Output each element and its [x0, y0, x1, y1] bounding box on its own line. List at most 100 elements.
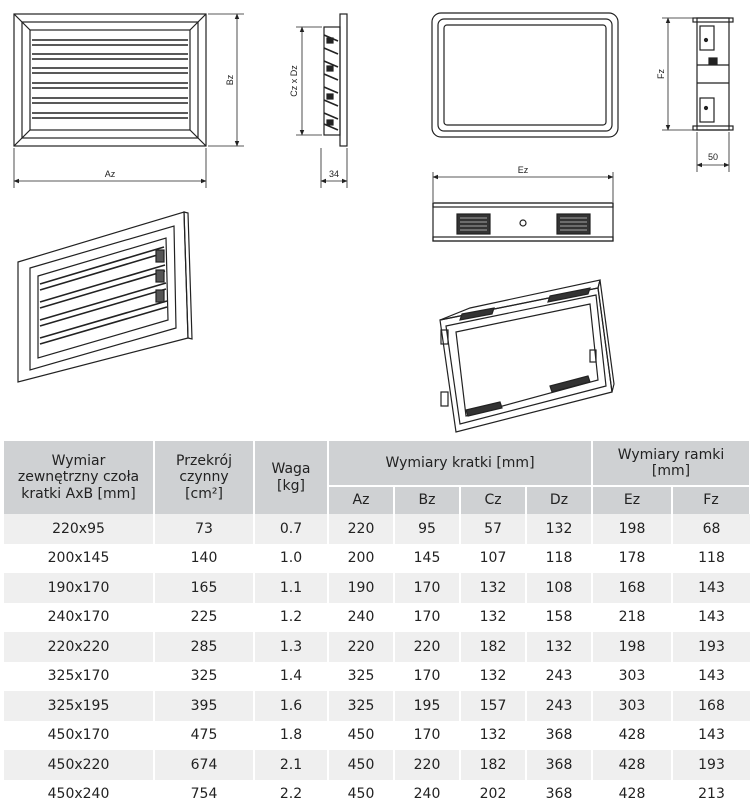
- header-weight: Waga [kg]: [254, 441, 329, 514]
- table-cell: 1.3: [254, 632, 329, 662]
- table-cell: 428: [592, 720, 673, 750]
- table-cell: 182: [460, 750, 527, 780]
- table-cell: 325: [328, 691, 395, 721]
- table-cell: 240: [328, 602, 395, 632]
- table-cell: 220x95: [4, 514, 155, 544]
- table-cell: 118: [672, 543, 751, 573]
- table-cell: 195: [394, 691, 461, 721]
- table-cell: 132: [460, 661, 527, 691]
- table-cell: 0.7: [254, 514, 329, 544]
- table-cell: 240x170: [4, 602, 155, 632]
- table-cell: 170: [394, 602, 461, 632]
- table-cell: 193: [672, 632, 751, 662]
- table-cell: 243: [526, 661, 593, 691]
- table-cell: 145: [394, 543, 461, 573]
- table-cell: 218: [592, 602, 673, 632]
- table-cell: 220x220: [4, 632, 155, 662]
- table-cell: 243: [526, 691, 593, 721]
- table-cell: 182: [460, 632, 527, 662]
- dimension-fz-label: Fz: [656, 69, 666, 79]
- table-cell: 450: [328, 779, 395, 809]
- table-cell: 1.2: [254, 602, 329, 632]
- frame-side-view: [662, 17, 734, 172]
- table-cell: 1.4: [254, 661, 329, 691]
- header-bz: Bz: [394, 486, 461, 514]
- dimension-cz-dz-label: Cz x Dz: [289, 65, 299, 97]
- table-cell: 57: [460, 514, 527, 544]
- dimension-ez-label: Ez: [518, 165, 529, 175]
- table-cell: 143: [672, 573, 751, 603]
- table-cell: 368: [526, 720, 593, 750]
- table-cell: 108: [526, 573, 593, 603]
- table-cell: 193: [672, 750, 751, 780]
- dimension-50-label: 50: [708, 152, 718, 162]
- table-cell: 132: [526, 632, 593, 662]
- grille-side-view: [296, 13, 348, 188]
- table-cell: 107: [460, 543, 527, 573]
- table-cell: 68: [672, 514, 751, 544]
- dimension-34-label: 34: [329, 169, 339, 179]
- header-fz: Fz: [672, 486, 752, 514]
- header-free-area: Przekrój czynny [cm²]: [154, 441, 255, 514]
- table-cell: 143: [672, 602, 751, 632]
- table-cell: 674: [154, 750, 255, 780]
- table-cell: 450: [328, 750, 395, 780]
- table-cell: 170: [394, 720, 461, 750]
- header-az: Az: [328, 486, 395, 514]
- table-cell: 220: [394, 750, 461, 780]
- table-cell: 200: [328, 543, 395, 573]
- header-outer-dimension: Wymiar zewnętrzny czoła kratki AxB [mm]: [4, 441, 155, 514]
- table-cell: 198: [592, 632, 673, 662]
- table-cell: 178: [592, 543, 673, 573]
- table-cell: 157: [460, 691, 527, 721]
- dimension-az-label: Az: [105, 169, 116, 179]
- table-cell: 200x145: [4, 543, 155, 573]
- table-cell: 240: [394, 779, 461, 809]
- dimension-bz-label: Bz: [225, 74, 235, 85]
- technical-drawings: Az Bz Cz x Dz 34: [13, 12, 734, 433]
- table-cell: 2.1: [254, 750, 329, 780]
- table-cell: 325x195: [4, 691, 155, 721]
- table-cell: 170: [394, 573, 461, 603]
- table-cell: 132: [460, 720, 527, 750]
- table-cell: 2.2: [254, 779, 329, 809]
- table-cell: 132: [460, 602, 527, 632]
- table-cell: 450x170: [4, 720, 155, 750]
- table-cell: 368: [526, 779, 593, 809]
- grille-isometric-view: [17, 211, 193, 383]
- table-cell: 220: [328, 632, 395, 662]
- table-cell: 143: [672, 661, 751, 691]
- table-cell: 143: [672, 720, 751, 750]
- table-cell: 168: [672, 691, 751, 721]
- table-cell: 198: [592, 514, 673, 544]
- frame-isometric-view: [439, 279, 615, 433]
- frame-top-view: [431, 12, 619, 138]
- table-cell: 303: [592, 691, 673, 721]
- header-dz: Dz: [526, 486, 593, 514]
- table-cell: 132: [526, 514, 593, 544]
- table-cell: 1.6: [254, 691, 329, 721]
- header-cz: Cz: [460, 486, 527, 514]
- table-cell: 368: [526, 750, 593, 780]
- table-cell: 450x240: [4, 779, 155, 809]
- table-cell: 475: [154, 720, 255, 750]
- table-cell: 325x170: [4, 661, 155, 691]
- table-cell: 220: [394, 632, 461, 662]
- table-cell: 190x170: [4, 573, 155, 603]
- table-cell: 450: [328, 720, 395, 750]
- grille-dimensions-table: Wymiar zewnętrzny czoła kratki AxB [mm] …: [4, 441, 752, 809]
- frame-front-elevation: [432, 172, 614, 242]
- header-frame-dimensions: Wymiary ramki [mm]: [592, 441, 752, 487]
- table-cell: 190: [328, 573, 395, 603]
- table-cell: 325: [328, 661, 395, 691]
- table-cell: 213: [672, 779, 751, 809]
